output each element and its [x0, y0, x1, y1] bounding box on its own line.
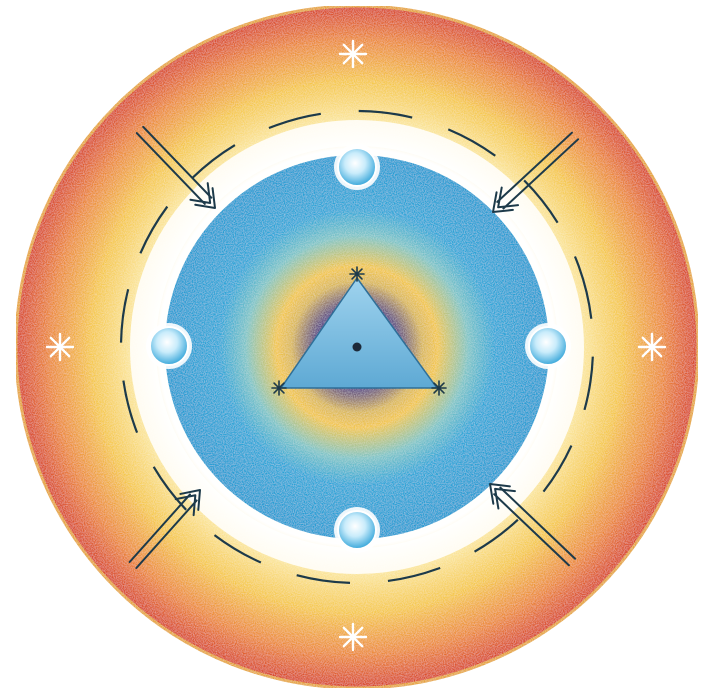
sparkle-icon	[432, 381, 446, 395]
glowing-orb-icon	[146, 323, 192, 369]
glowing-orb-icon	[334, 144, 380, 190]
sparkle-icon	[639, 334, 665, 360]
sparkle-icon	[272, 381, 286, 395]
sparkle-icon	[340, 624, 366, 650]
center-dot-icon	[353, 343, 362, 352]
sparkle-icon	[340, 41, 366, 67]
glowing-orb-icon	[334, 507, 380, 553]
sparkle-icon	[350, 267, 364, 281]
glowing-orb-icon	[525, 323, 571, 369]
sparkle-icon	[47, 334, 73, 360]
